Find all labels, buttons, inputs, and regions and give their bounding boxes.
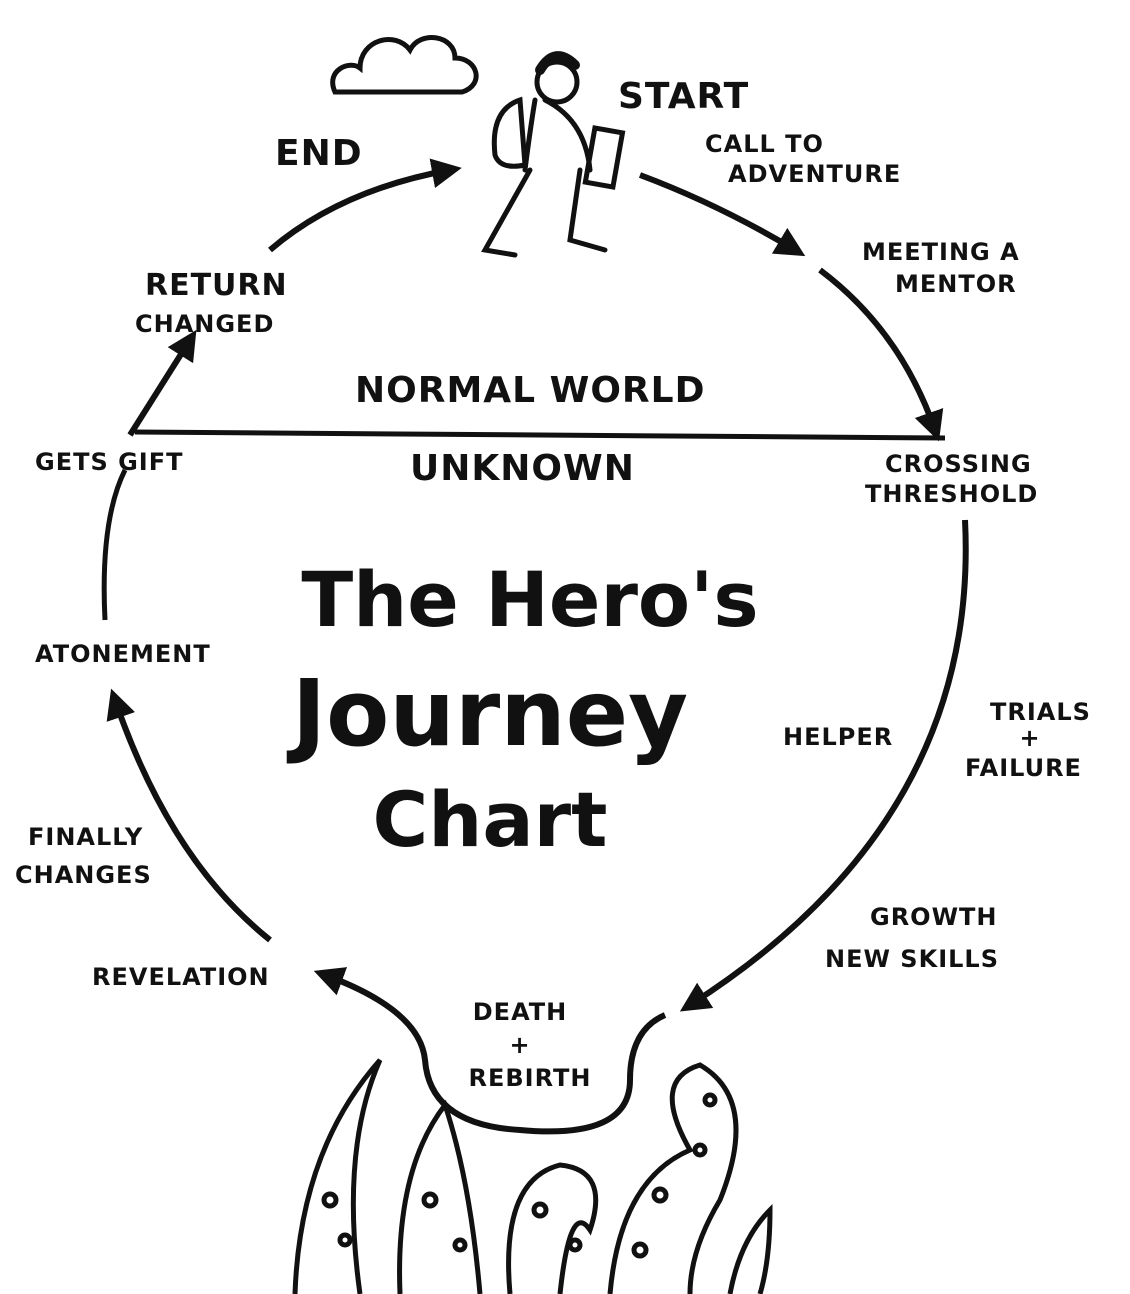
- arrow-trials: [679, 519, 969, 1012]
- arrow-death: [313, 967, 667, 1135]
- title-line1: The Hero's: [301, 555, 759, 644]
- stage-threshold-line1: Crossing: [885, 450, 1032, 478]
- stage-atonement: Atonement: [35, 640, 211, 668]
- stage-trials-line1: Trials: [990, 698, 1091, 726]
- stage-growth-line1: Growth: [870, 903, 998, 931]
- cloud-icon: [330, 35, 479, 95]
- stage-mentor-line1: Meeting a: [862, 238, 1020, 266]
- stage-mentor-line2: Mentor: [895, 270, 1017, 298]
- stage-trials-line3: Failure: [965, 754, 1082, 782]
- arrow-end: [268, 158, 462, 253]
- world-divider: [134, 429, 946, 441]
- stage-return-line1: Return: [145, 268, 288, 303]
- stage-start: Start: [618, 76, 750, 117]
- stage-changes-line2: Changes: [15, 861, 152, 889]
- stage-end: End: [275, 133, 363, 174]
- stage-return-line2: Changed: [135, 310, 275, 338]
- arrow-atonement: [101, 468, 128, 621]
- stage-gift: Gets Gift: [35, 448, 184, 476]
- arrow-call: [638, 172, 806, 257]
- stage-death-plus: +: [509, 1031, 531, 1059]
- stage-death-line1: Death: [472, 998, 568, 1026]
- arrow-gift: [127, 329, 197, 437]
- stage-revelation: Revelation: [92, 963, 270, 991]
- arrow-revelation: [106, 688, 272, 943]
- stage-threshold-line2: Threshold: [865, 480, 1039, 508]
- stage-death-line3: Rebirth: [468, 1064, 592, 1092]
- tentacles-illustration: [292, 1058, 773, 1294]
- stage-growth-line2: New Skills: [825, 945, 999, 973]
- stage-trials-plus: +: [1019, 724, 1041, 752]
- hero-figure-icon: [481, 51, 626, 258]
- region-normal-world: Normal World: [355, 370, 706, 411]
- arrow-mentor: [818, 267, 944, 442]
- title-line2: Journey: [291, 660, 689, 767]
- stage-call-line2: Adventure: [728, 160, 902, 188]
- stage-call-line1: Call to: [705, 130, 824, 158]
- title-line3: Chart: [372, 775, 608, 864]
- stage-changes-line1: Finally: [28, 823, 144, 851]
- region-unknown: Unknown: [410, 448, 635, 489]
- stage-helper: Helper: [783, 723, 894, 751]
